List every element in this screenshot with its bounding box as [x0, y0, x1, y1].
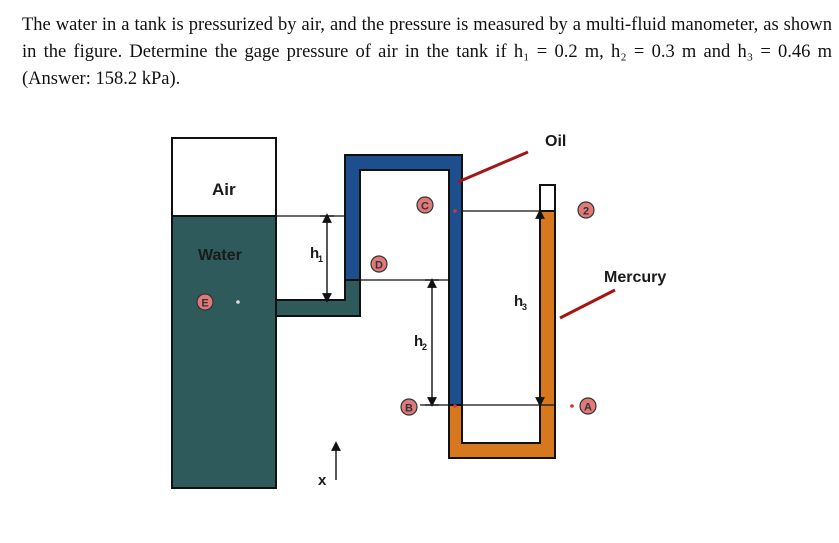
air-label: Air: [212, 180, 236, 199]
x-label: x: [318, 472, 327, 489]
air-column: [539, 184, 556, 212]
point-d-circle: [370, 255, 388, 273]
oil-label: Oil: [545, 133, 566, 150]
point-b-label: B: [405, 403, 413, 415]
water-label: Water: [198, 247, 242, 264]
point-c-circle: [416, 196, 434, 214]
problem-statement: The water in a tank is pressurized by ai…: [22, 15, 832, 89]
h2-subscript: 2: [422, 342, 427, 352]
point-a-circle: [579, 397, 597, 415]
point-e-circle: [196, 293, 214, 311]
h3-subscript: 3: [522, 302, 527, 312]
h2-label: h: [414, 333, 423, 350]
water-tank: [171, 215, 277, 489]
point-b-circle: [400, 398, 418, 416]
point-c-label: C: [421, 201, 429, 213]
point-2-label: 2: [583, 206, 589, 218]
h3-label: h: [514, 293, 523, 310]
point-d-label: D: [375, 260, 383, 272]
point-e-label: E: [201, 298, 208, 310]
point-a-label: A: [584, 402, 592, 414]
mercury-label: Mercury: [604, 269, 666, 286]
air-region: [171, 137, 277, 217]
h1-subscript: 1: [318, 254, 323, 264]
mercury-tube: [448, 210, 556, 459]
mercury-pointer: [559, 288, 616, 320]
h1-label: h: [310, 245, 319, 262]
point-2-circle: [577, 201, 595, 219]
oil-pointer: [457, 150, 529, 184]
